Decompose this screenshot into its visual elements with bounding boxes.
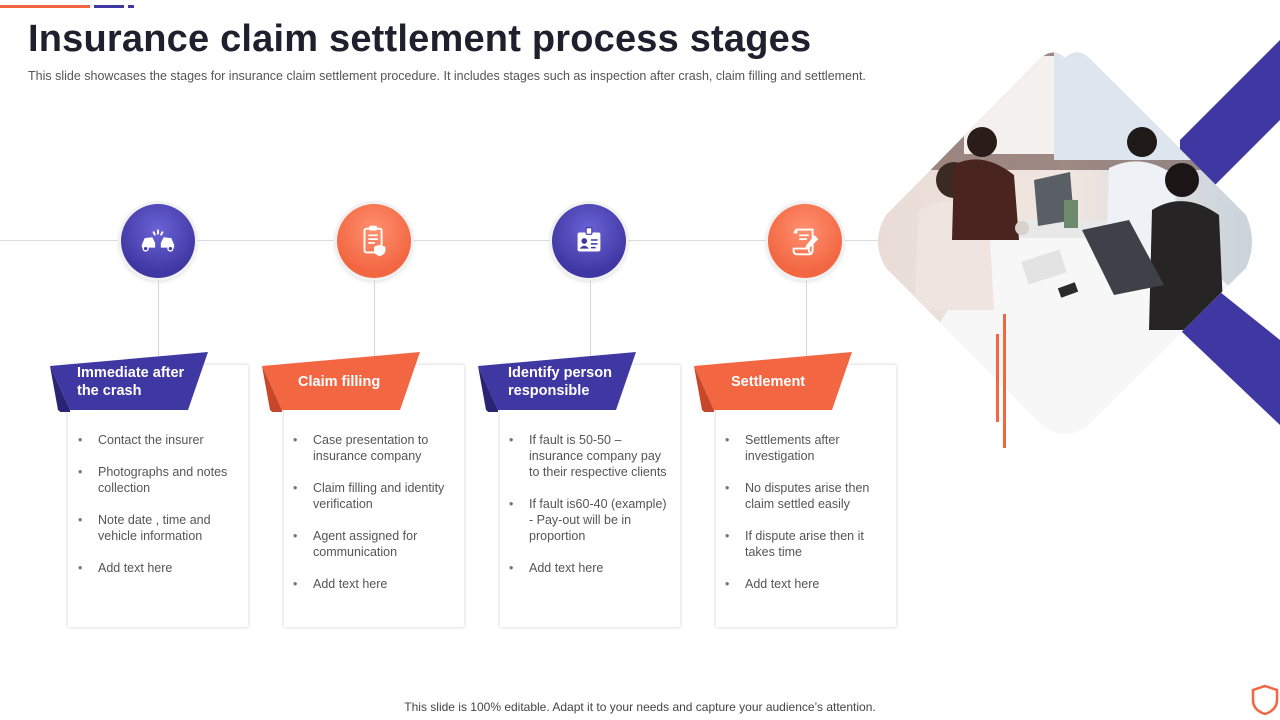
- connector-line: [806, 280, 807, 356]
- top-accent-bars: [0, 5, 140, 8]
- list-item: If fault is60-40 (example) - Pay-out wil…: [509, 496, 669, 544]
- list-item: Add text here: [293, 576, 453, 592]
- accent-line: [1003, 314, 1006, 448]
- connector-line: [158, 280, 159, 356]
- stage-bullets: Settlements after investigation No dispu…: [725, 432, 885, 608]
- list-item: Contact the insurer: [78, 432, 238, 448]
- list-item: Settlements after investigation: [725, 432, 885, 464]
- shield-icon: [1251, 684, 1279, 716]
- list-item: Add text here: [509, 560, 669, 576]
- stage-bullets: If fault is 50-50 – insurance company pa…: [509, 432, 669, 592]
- stage-title: Settlement: [731, 374, 806, 390]
- list-item: Claim filling and identity verification: [293, 480, 453, 512]
- list-item: Case presentation to insurance company: [293, 432, 453, 464]
- page-title: Insurance claim settlement process stage…: [28, 18, 812, 60]
- stage-title: Immediate after the crash: [77, 365, 185, 399]
- stage-banner: Claim filling: [262, 352, 422, 412]
- stage-banner: Immediate after the crash: [50, 352, 210, 412]
- scroll-pen-icon: [768, 204, 842, 278]
- list-item: No disputes arise then claim settled eas…: [725, 480, 885, 512]
- list-item: If fault is 50-50 – insurance company pa…: [509, 432, 669, 480]
- timeline-line: [0, 240, 880, 241]
- list-item: Note date , time and vehicle information: [78, 512, 238, 544]
- list-item: Add text here: [725, 576, 885, 592]
- footer-note: This slide is 100% editable. Adapt it to…: [404, 700, 876, 714]
- stage-title: Claim filling: [298, 374, 381, 390]
- list-item: Agent assigned for communication: [293, 528, 453, 560]
- stage-banner: Settlement: [694, 352, 854, 412]
- stage-bullets: Case presentation to insurance company C…: [293, 432, 453, 608]
- list-item: If dispute arise then it takes time: [725, 528, 885, 560]
- id-card-icon: [552, 204, 626, 278]
- clipboard-shield-icon: [337, 204, 411, 278]
- connector-line: [590, 280, 591, 356]
- stage-banner: Identify person responsible: [478, 352, 638, 412]
- list-item: Add text here: [78, 560, 238, 576]
- stage-title: Identify person responsible: [508, 365, 612, 399]
- car-crash-icon: [121, 204, 195, 278]
- connector-line: [374, 280, 375, 356]
- stage-bullets: Contact the insurer Photographs and note…: [78, 432, 238, 592]
- list-item: Photographs and notes collection: [78, 464, 238, 496]
- accent-line: [996, 334, 999, 422]
- meeting-photo: [874, 50, 1256, 434]
- page-subtitle: This slide showcases the stages for insu…: [28, 69, 866, 83]
